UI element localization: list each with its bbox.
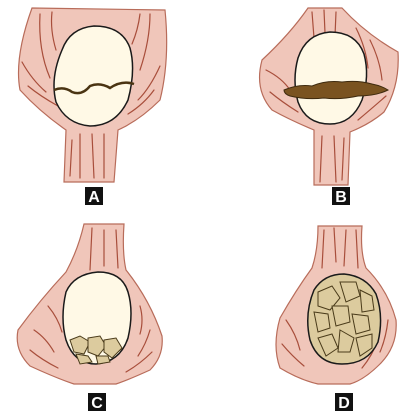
panel-d-fragments — [314, 282, 374, 356]
panel-b-label: B — [332, 187, 350, 206]
panel-a: A — [19, 8, 167, 206]
panel-b-crystal — [295, 32, 367, 124]
panel-d: D — [276, 226, 396, 412]
svg-text:C: C — [91, 395, 103, 412]
svg-text:B: B — [335, 189, 347, 206]
panel-d-label: D — [335, 393, 353, 412]
panel-a-label: A — [85, 187, 103, 206]
panel-c: C — [17, 224, 162, 412]
panel-c-label: C — [88, 393, 106, 412]
panel-a-crystal — [54, 26, 133, 126]
svg-text:A: A — [88, 189, 100, 206]
svg-text:D: D — [338, 395, 350, 412]
panel-b: B — [260, 8, 399, 206]
